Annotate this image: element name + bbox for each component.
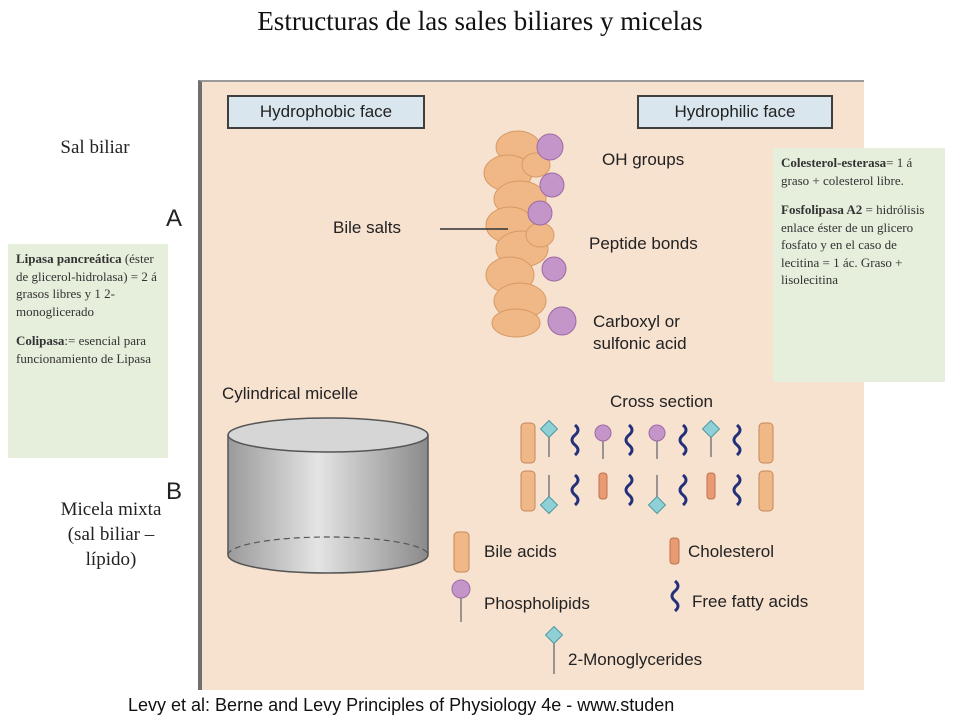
lipasa-text: (éster de glicerol-hidrolasa) = 2 á gras…	[16, 251, 157, 319]
bilayer-lower-row	[520, 470, 774, 515]
micela-mixta-line2: (sal biliar –	[67, 524, 155, 545]
figure-citation: Levy et al: Berne and Levy Principles of…	[128, 690, 960, 720]
fosfolipasa-text: = hidrólisis enlace éster de un glicero …	[781, 202, 925, 287]
micela-mixta-label: Micela mixta (sal biliar – lípido)	[36, 497, 186, 572]
fosfolipasa-title: Fosfolipasa A2	[781, 202, 863, 217]
monoglyceride-icon	[544, 626, 564, 674]
note-colesterol-box: Colesterol-esterasa= 1 á graso + coleste…	[773, 148, 945, 382]
slide-title: Estructuras de las sales biliares y mice…	[257, 6, 703, 36]
sal-biliar-label: Sal biliar	[60, 137, 130, 158]
legend-phospholipids: Phospholipids	[484, 594, 590, 613]
colipasa-text: := esencial para funcionamiento de Lipas…	[16, 333, 152, 366]
peptide-bonds-label: Peptide bonds	[589, 234, 698, 253]
legend-cholesterol: Cholesterol	[688, 542, 774, 561]
colipasa-title: Colipasa	[16, 333, 65, 348]
legend-free-fatty-acids: Free fatty acids	[692, 592, 809, 611]
colesterol-esterasa-text: = 1 á graso + colesterol libre.	[781, 155, 913, 188]
bilayer-upper-row	[520, 419, 774, 464]
panel-b-label: B	[166, 478, 183, 505]
figure-panel	[198, 80, 864, 690]
hydrophilic-face-box: Hydrophilic face	[637, 95, 833, 129]
lipasa-title: Lipasa pancreática	[16, 251, 122, 266]
bile-acid-icon	[453, 531, 470, 573]
phospholipid-icon	[451, 579, 471, 622]
cross-section-label: Cross section	[610, 392, 713, 411]
panel-a-label: A	[166, 205, 183, 232]
note-lipasa-box: Lipasa pancreática (éster de glicerol-hi…	[8, 244, 168, 458]
bile-salts-pointer-line	[440, 228, 508, 230]
bile-salt-molecule-illustration	[483, 130, 577, 338]
legend-monoglycerides: 2-Monoglycerides	[568, 650, 703, 669]
carboxyl-label-line2: sulfonic acid	[593, 334, 687, 353]
colesterol-esterasa-title: Colesterol-esterasa	[781, 155, 887, 170]
oh-groups-label: OH groups	[602, 150, 685, 169]
bile-salts-label: Bile salts	[333, 218, 402, 237]
cylinder-micelle-illustration	[227, 417, 429, 574]
micela-mixta-line3: lípido)	[85, 549, 137, 570]
fatty-acid-icon	[670, 579, 680, 613]
cross-section-bilayer-illustration	[520, 419, 774, 515]
legend-bile-acids: Bile acids	[484, 542, 557, 561]
micela-mixta-line1: Micela mixta	[60, 499, 162, 520]
cylindrical-micelle-label: Cylindrical micelle	[222, 384, 359, 403]
carboxyl-label-line1: Carboxyl or	[593, 312, 680, 331]
hydrophobic-face-box: Hydrophobic face	[227, 95, 425, 129]
cholesterol-icon	[669, 537, 680, 565]
